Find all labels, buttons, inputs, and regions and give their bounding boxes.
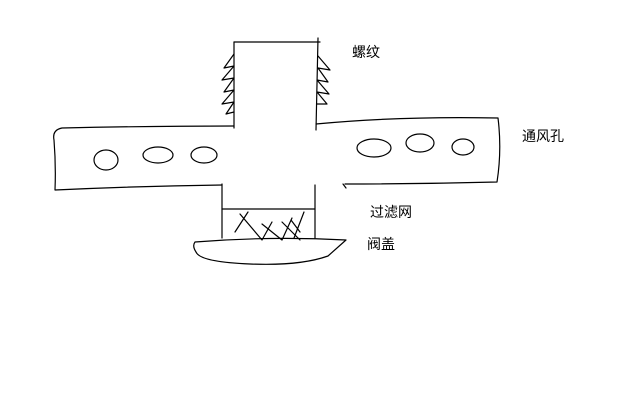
vent-holes	[94, 134, 474, 170]
threaded-stem	[222, 38, 330, 130]
valve-cap	[194, 238, 346, 264]
vent-hole	[143, 147, 173, 163]
vent-hole	[191, 147, 217, 163]
vent-body	[54, 118, 500, 190]
filter-mesh-label: 过滤网	[370, 205, 412, 221]
vent-hole	[357, 139, 391, 157]
right-thread-teeth	[317, 56, 330, 104]
valve-cap-label: 阀盖	[367, 237, 395, 253]
thread-label: 螺纹	[352, 45, 380, 61]
vent-hole	[452, 139, 474, 155]
vent-hole	[94, 150, 118, 170]
filter-mesh-lines	[235, 212, 304, 240]
filter-housing	[222, 184, 346, 240]
stem-right-edge	[316, 38, 318, 130]
vent-hole	[406, 134, 434, 152]
valve-cap-outline	[194, 238, 346, 264]
vent-body-right-outline	[316, 118, 500, 184]
left-thread-teeth	[222, 54, 234, 114]
vent-body-left-outline	[54, 126, 234, 190]
filter-housing-tick	[343, 184, 346, 188]
vent-holes-label: 通风孔	[522, 129, 564, 145]
